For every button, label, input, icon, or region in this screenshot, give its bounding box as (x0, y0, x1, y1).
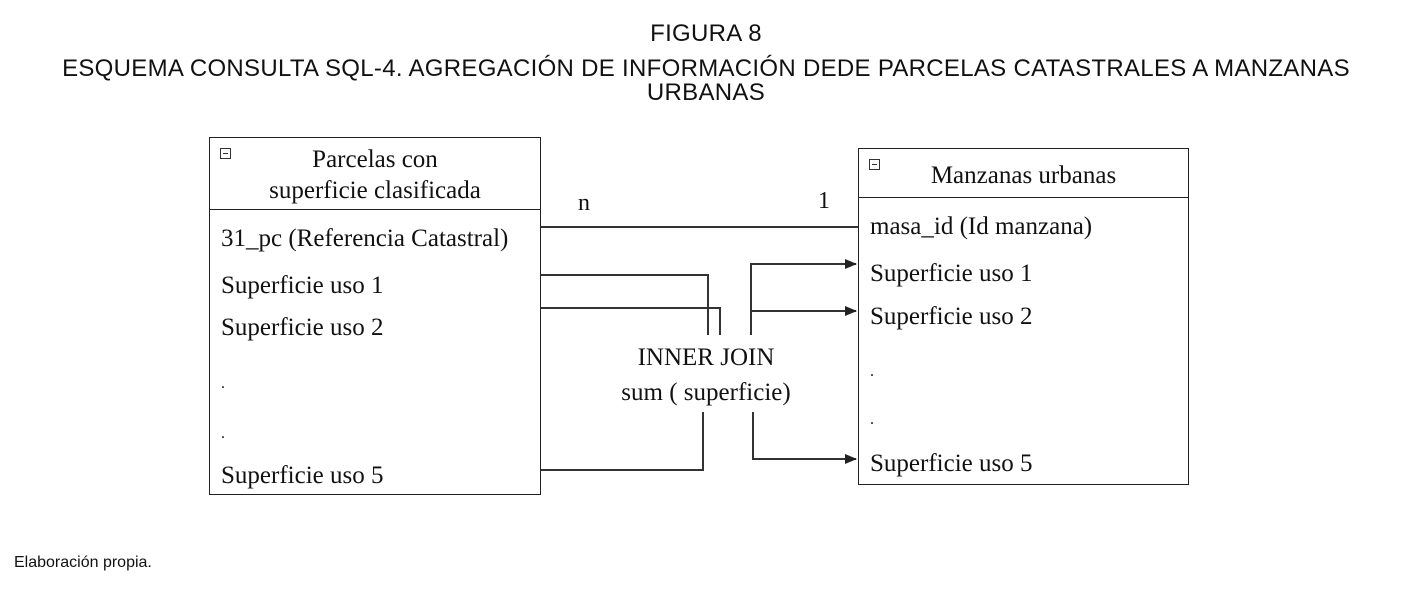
field-superficie-uso-5: Superficie uso 5 (870, 450, 1033, 477)
entity-manzanas-header: Manzanas urbanas (859, 149, 1188, 198)
field-superficie-uso-5: Superficie uso 5 (221, 462, 384, 489)
collapse-icon[interactable] (869, 159, 880, 170)
figure-caption: ESQUEMA CONSULTA SQL-4. AGREGACIÓN DE IN… (62, 55, 1350, 106)
join-line-uso-2 (541, 307, 721, 335)
figure-number: FIGURA 8 (650, 20, 762, 47)
cardinality-1: 1 (818, 188, 830, 214)
field-ellipsis-2: . (221, 426, 225, 442)
source-note: Elaboración propia. (14, 554, 152, 571)
field-superficie-uso-1: Superficie uso 1 (870, 260, 1033, 287)
entity-parcelas-header: Parcelas con superficie clasificada (210, 138, 540, 210)
field-ellipsis-2: . (870, 412, 874, 428)
cardinality-n: n (578, 190, 590, 216)
entity-manzanas: Manzanas urbanas masa_id (Id manzana) Su… (858, 148, 1189, 485)
arrow-uso-5 (752, 412, 857, 464)
aggregate-label: sum ( superficie) (621, 379, 791, 406)
entity-parcelas-title-line2: superficie clasificada (269, 177, 481, 204)
entity-parcelas-title-line1: Parcelas con (312, 146, 438, 173)
join-label: INNER JOIN (637, 344, 775, 371)
join-line-uso-5 (541, 412, 704, 471)
arrow-uso-1 (750, 259, 857, 335)
join-line-uso-1 (541, 274, 709, 335)
field-superficie-uso-2: Superficie uso 2 (870, 303, 1033, 330)
field-ellipsis-1: . (870, 364, 874, 380)
field-superficie-uso-2: Superficie uso 2 (221, 314, 384, 341)
field-masa-id: masa_id (Id manzana) (870, 213, 1093, 240)
entity-manzanas-title: Manzanas urbanas (930, 162, 1117, 189)
field-superficie-uso-1: Superficie uso 1 (221, 272, 384, 299)
entity-parcelas: Parcelas con superficie clasificada 31_p… (209, 137, 541, 495)
field-ellipsis-1: . (221, 376, 225, 392)
field-referencia-catastral: 31_pc (Referencia Catastral) (221, 225, 509, 252)
collapse-icon[interactable] (220, 148, 231, 159)
